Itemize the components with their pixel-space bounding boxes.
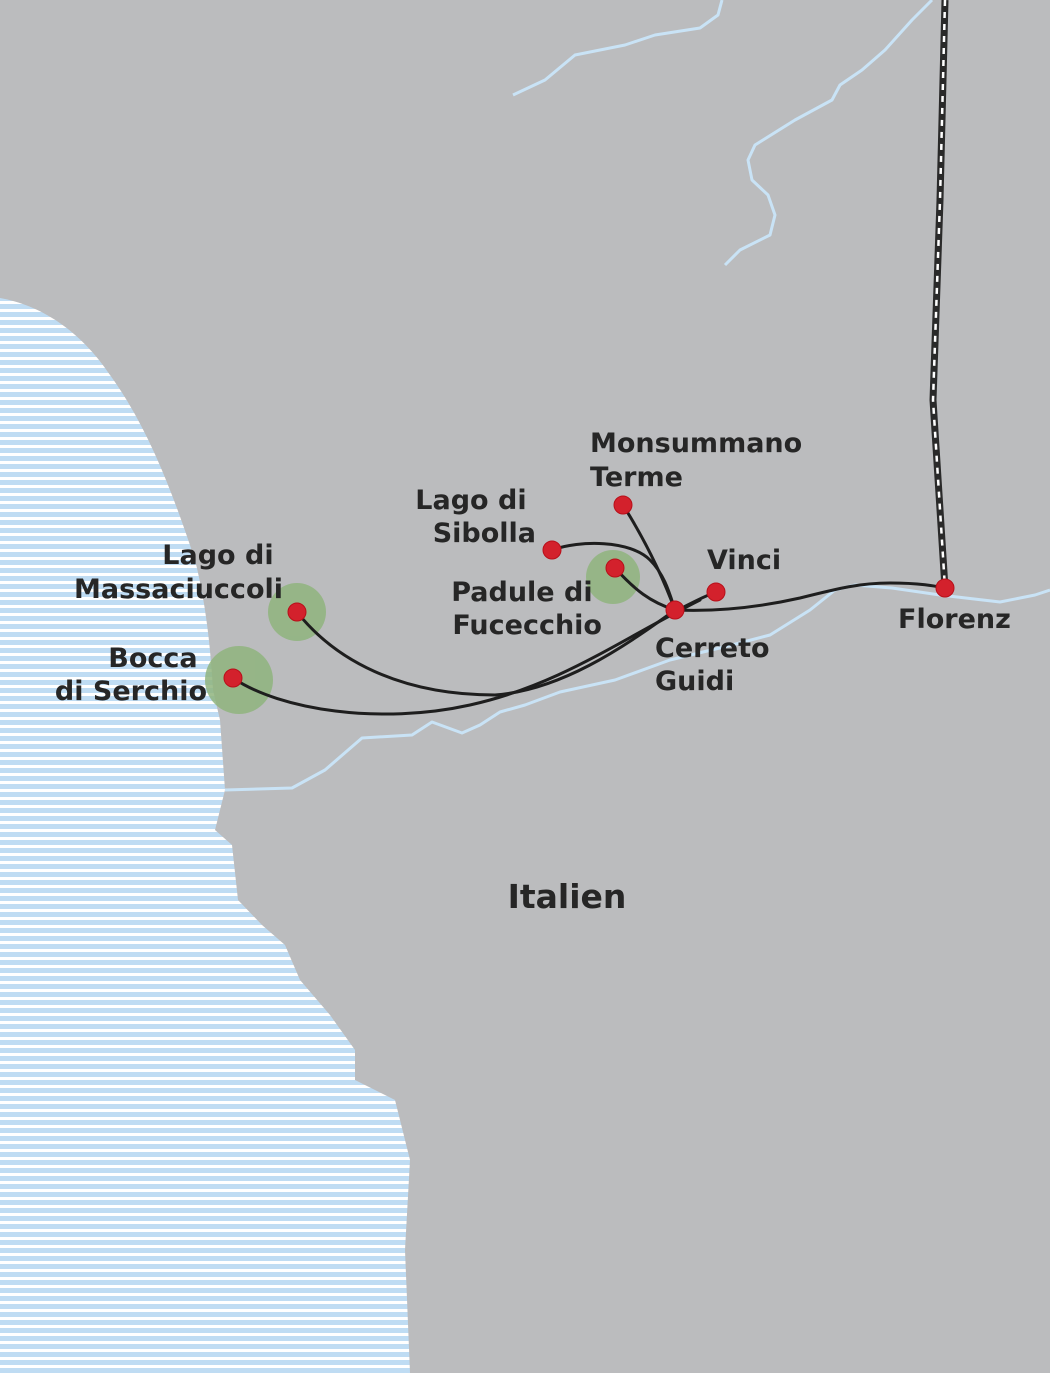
stop-vinci[interactable] — [706, 582, 726, 602]
stop-monsummano[interactable] — [613, 495, 633, 515]
route-bocca-cerreto — [231, 598, 702, 716]
river-north-1 — [512, 0, 724, 97]
stop-florenz[interactable] — [935, 578, 955, 598]
label-vinci: Vinci — [707, 545, 781, 576]
label-florenz: Florenz — [898, 604, 1011, 635]
route-monsummano-cerreto — [621, 503, 677, 612]
route-cerreto-florenz — [673, 581, 947, 612]
label-sibolla: Lago di Sibolla — [415, 485, 536, 549]
place-labels: Monsummano Terme Lago di Sibolla Vinci L… — [55, 428, 1011, 707]
label-massaciuccoli: Lago di Massaciuccoli — [74, 540, 283, 605]
stop-cerreto[interactable] — [665, 600, 685, 620]
river-network — [224, 0, 1050, 792]
country-label: Italien — [508, 877, 627, 916]
stop-sibolla[interactable] — [542, 540, 562, 560]
stop-massaciuccoli[interactable] — [287, 602, 307, 622]
river-arno — [224, 583, 1050, 792]
label-cerreto: Cerreto Guidi — [655, 633, 779, 697]
stop-fucecchio[interactable] — [605, 558, 625, 578]
sea-area — [0, 298, 410, 1373]
railway-line — [929, 0, 949, 589]
label-monsummano: Monsummano Terme — [590, 428, 812, 493]
stops — [223, 495, 955, 688]
label-fucecchio: Padule di Fucecchio — [451, 577, 602, 641]
stop-bocca[interactable] — [223, 668, 243, 688]
river-north-2 — [723, 0, 934, 267]
label-bocca: Bocca di Serchio — [55, 643, 207, 707]
route-massaciuccoli-cerreto — [295, 608, 677, 697]
